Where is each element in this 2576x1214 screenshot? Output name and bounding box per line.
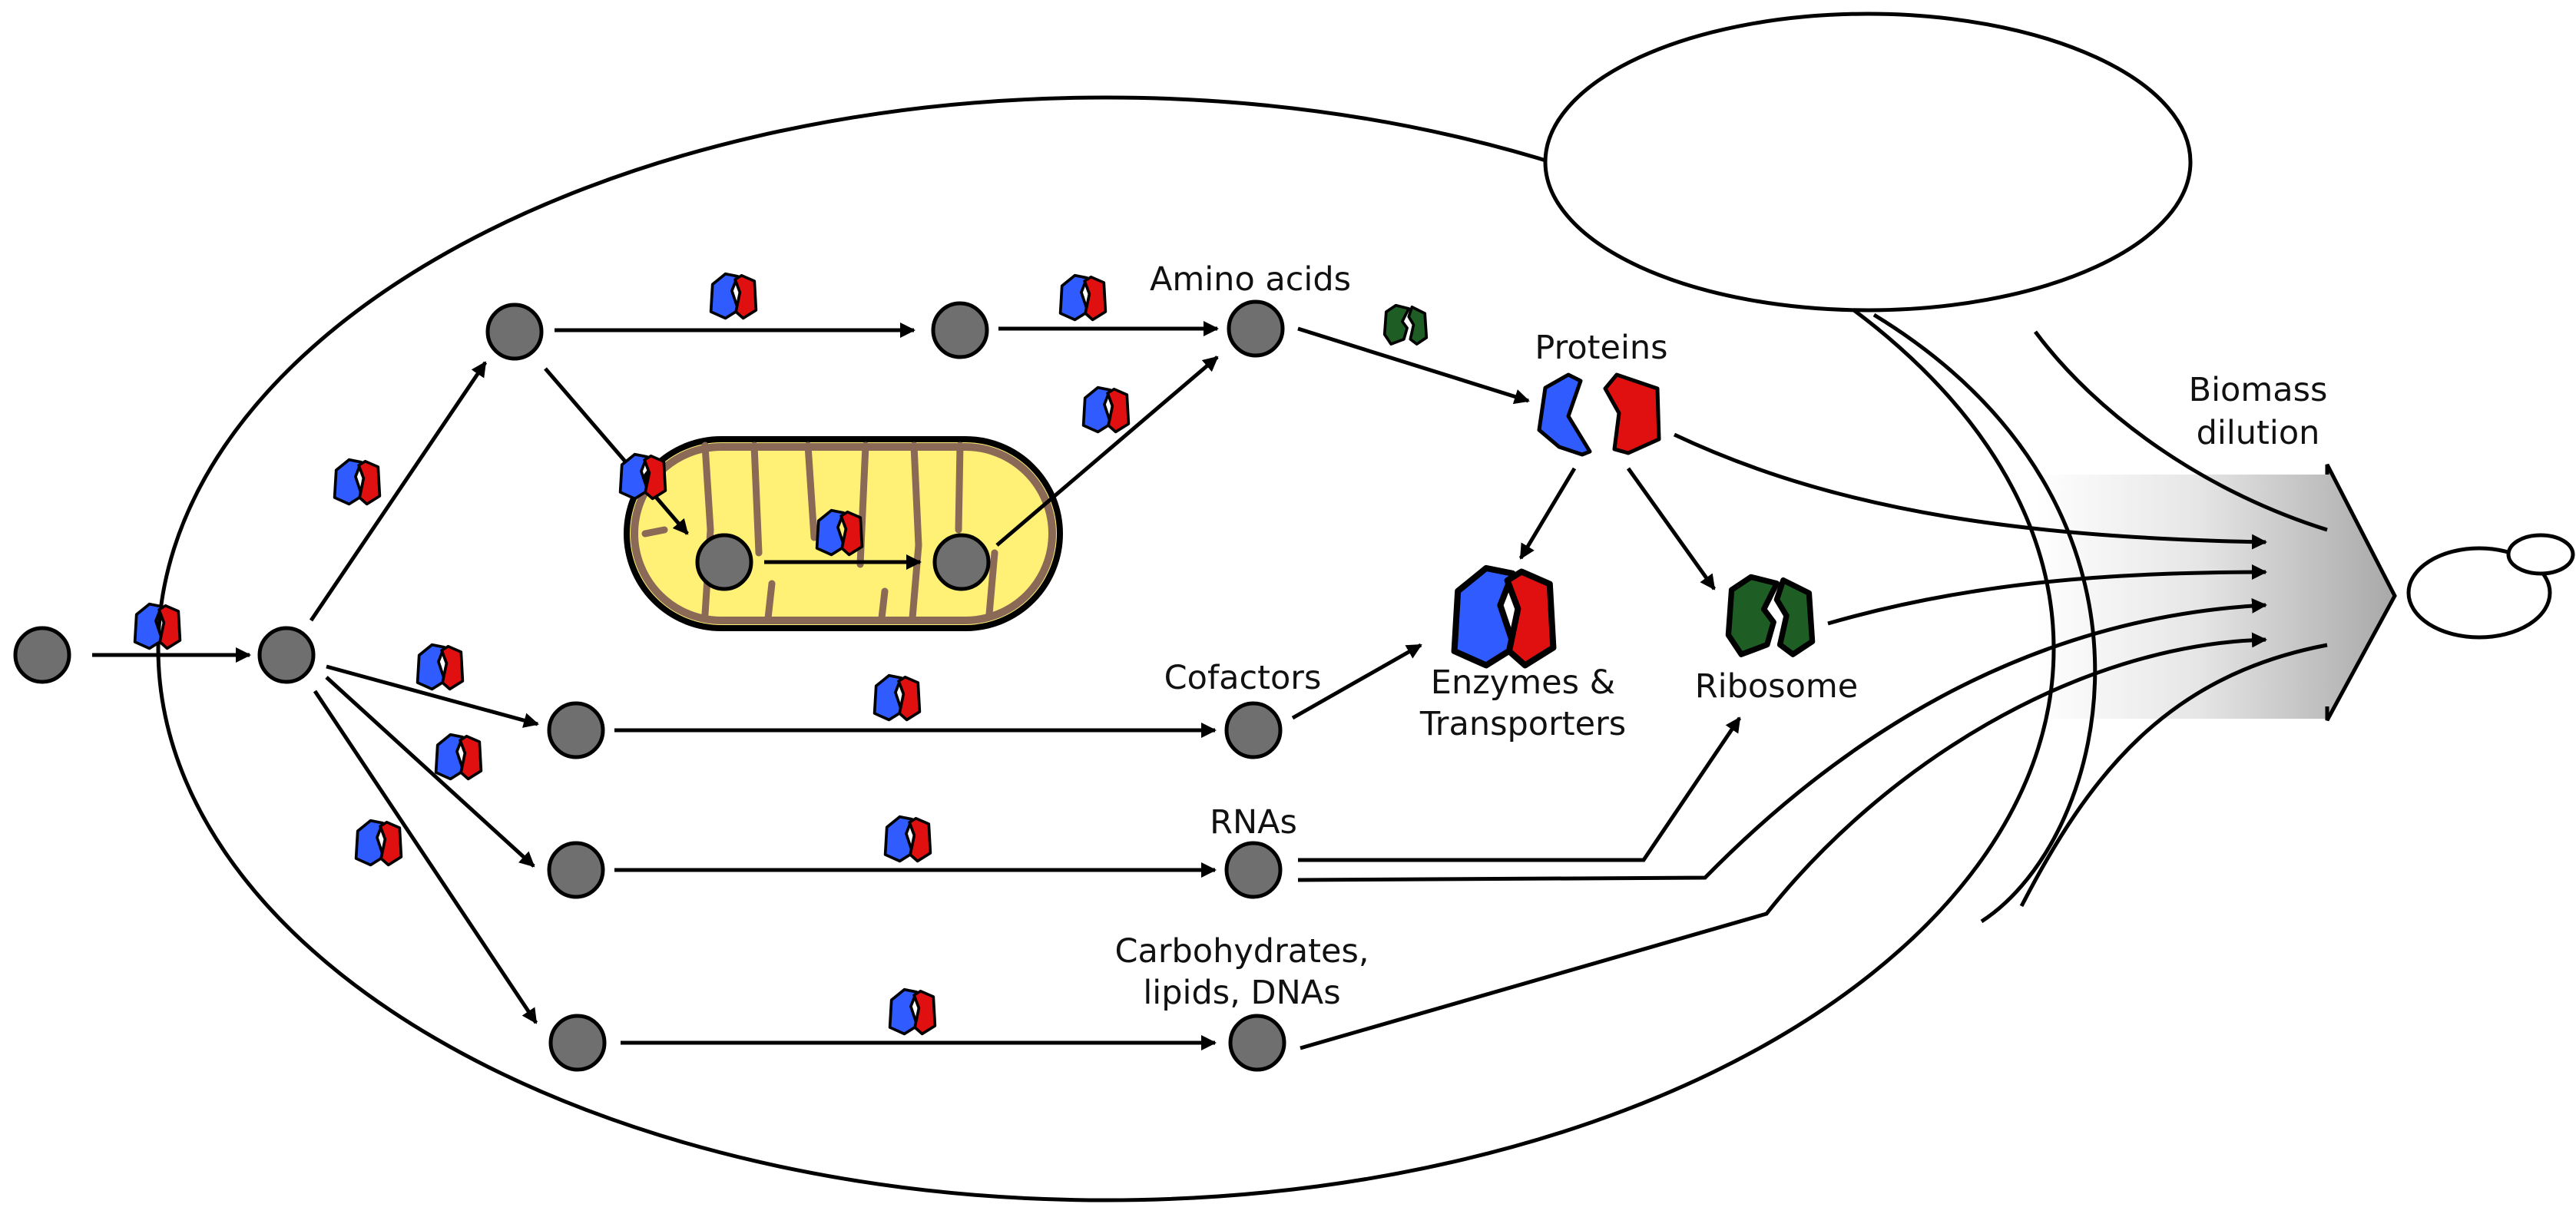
budding-yeast-icon (2406, 533, 2575, 640)
label-ribosome: Ribosome (1695, 667, 1858, 706)
node-upper-2 (931, 301, 989, 359)
node-upper-1 (485, 303, 544, 361)
biomass-flow-top (2033, 330, 2328, 532)
proteins-icon (1537, 372, 1661, 457)
enzyme-icon (888, 987, 937, 1036)
ribosome-icon (1728, 577, 1812, 654)
inner-membrane-curve (1872, 313, 2098, 924)
enzyme-icon (354, 819, 403, 867)
node-cofactor-precursor (547, 701, 605, 759)
mitochondrion-icon (624, 436, 1063, 631)
enzyme-icon (333, 458, 382, 506)
label-proteins: Proteins (1535, 329, 1667, 367)
enzyme-icon (618, 452, 667, 501)
enzyme-icon (434, 733, 483, 781)
node-glucose-source (13, 626, 71, 684)
enzyme-icon (1081, 385, 1131, 434)
enzyme-icon (815, 508, 864, 557)
enzyme-icon (872, 673, 922, 722)
label-biomass-1: Biomass (2189, 371, 2328, 409)
enzyme-icon (883, 815, 932, 863)
node-carb-precursor (548, 1014, 607, 1072)
biomass-flow-bottom (2019, 643, 2328, 908)
node-central-hub (257, 626, 316, 684)
label-enzymes-2: Transporters (1419, 705, 1626, 743)
label-carbs-2: lipids, DNAs (1143, 974, 1340, 1012)
enzyme-icon (709, 272, 758, 320)
node-amino-acids (1227, 299, 1285, 358)
biomass-dilution-arrow (2035, 465, 2395, 720)
cell-membrane (156, 95, 2056, 1202)
label-rnas: RNAs (1210, 803, 1297, 842)
cell-bud (1543, 12, 2193, 313)
enzyme-icon (1058, 273, 1108, 322)
label-biomass-2: dilution (2197, 414, 2320, 452)
ribosome-small-icon (1382, 303, 1429, 346)
node-rnas (1224, 841, 1283, 899)
label-cofactors: Cofactors (1164, 659, 1322, 697)
enzyme-icon (416, 643, 465, 691)
enzyme-icon (133, 602, 182, 650)
biomass-arrow-head-outline (2325, 463, 2397, 722)
pathway-arrows (92, 321, 2267, 1050)
node-mito-2 (932, 533, 991, 591)
node-cofactors (1224, 701, 1283, 759)
metabolite-nodes (13, 299, 1286, 1072)
node-carbohydrates (1228, 1014, 1286, 1072)
enzymes-transporters-icon (1455, 568, 1554, 666)
label-enzymes-1: Enzymes & (1431, 663, 1615, 702)
node-rna-precursor (547, 841, 605, 899)
label-amino-acids: Amino acids (1150, 260, 1351, 299)
label-carbs-1: Carbohydrates, (1114, 932, 1369, 971)
node-mito-1 (695, 533, 753, 591)
